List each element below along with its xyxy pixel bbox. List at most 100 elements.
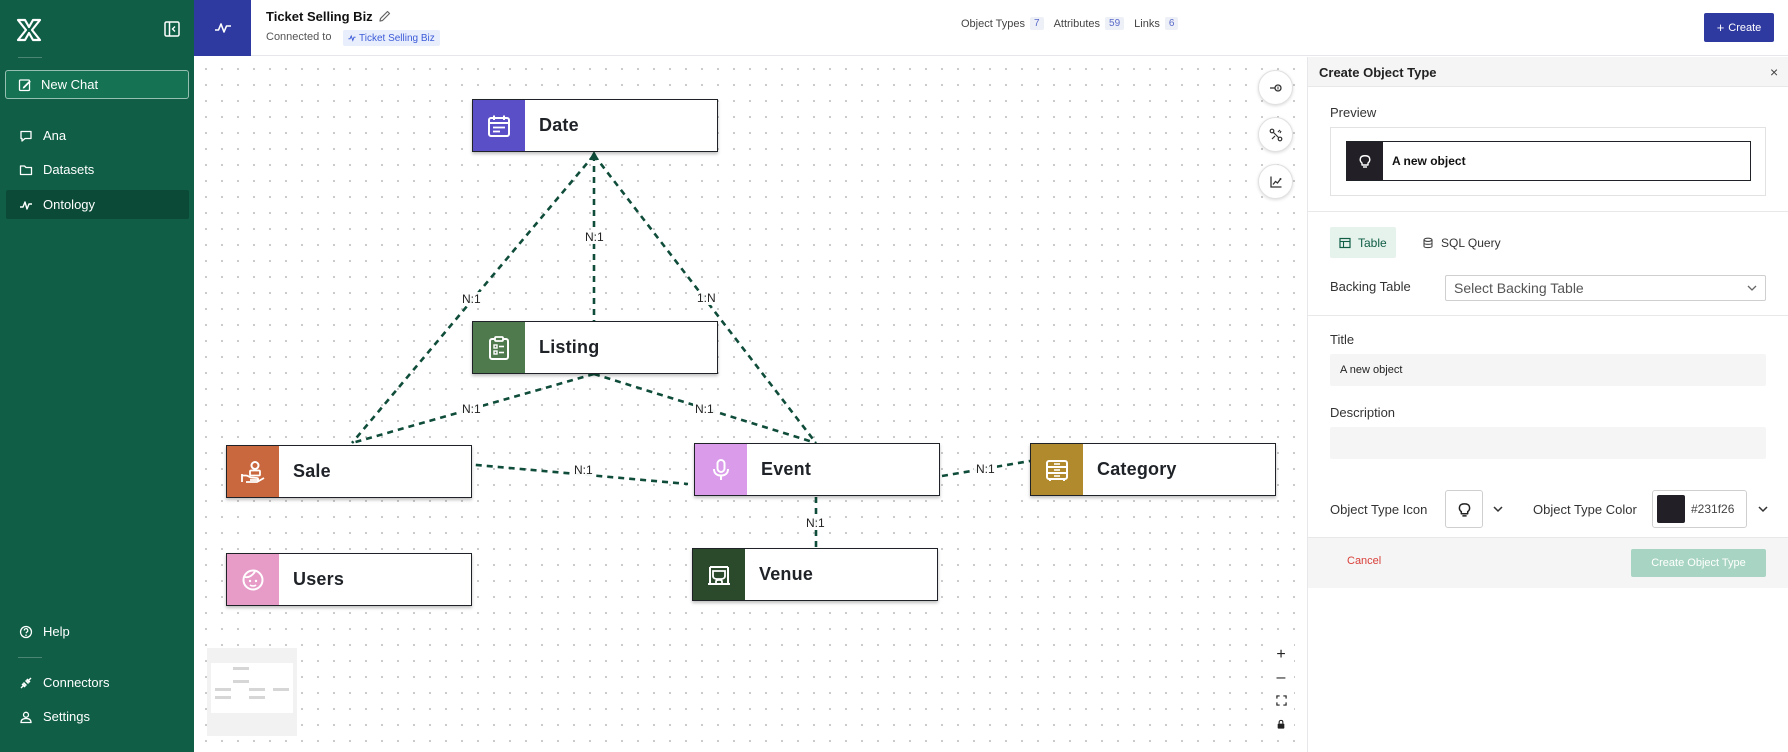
node-date[interactable]: Date (472, 99, 718, 152)
node-event[interactable]: Event (694, 443, 940, 496)
edge-label-event-category: N:1 (974, 462, 997, 476)
sidebar-item-datasets[interactable]: Datasets (6, 155, 189, 184)
create-object-type-button[interactable]: Create Object Type (1631, 549, 1766, 577)
zoom-controls: + – (1268, 643, 1294, 737)
lightbulb-icon (1458, 502, 1470, 517)
object-preview: A new object (1330, 127, 1766, 196)
ontology-canvas[interactable]: N:1 N:1 1:N N:1 N:1 N:1 N:1 N:1 Date Lis… (194, 57, 1307, 752)
color-hex-value: #231f26 (1691, 502, 1735, 516)
connection-badge[interactable]: Ticket Selling Biz (343, 30, 440, 46)
edge-label-sale-event: N:1 (572, 463, 595, 477)
pencil-icon[interactable] (378, 9, 392, 23)
chat-bubble-icon (19, 129, 33, 143)
stat-label: Object Types (961, 17, 1025, 30)
venue-icon (693, 549, 745, 600)
lock-button[interactable] (1268, 712, 1294, 735)
folder-icon (19, 163, 33, 177)
tab-sql-query[interactable]: SQL Query (1413, 227, 1510, 258)
fit-view-button[interactable] (1268, 689, 1294, 712)
collapse-sidebar-icon[interactable] (163, 20, 181, 38)
tab-label: SQL Query (1441, 235, 1501, 250)
create-button[interactable]: + Create (1704, 13, 1774, 42)
zoom-in-button[interactable]: + (1268, 643, 1294, 666)
project-title: Ticket Selling Biz (266, 9, 373, 24)
new-chat-button[interactable]: New Chat (5, 70, 189, 99)
plus-icon: + (1716, 20, 1725, 35)
chart-icon (1269, 176, 1281, 188)
sidebar-item-help[interactable]: Help (6, 617, 189, 646)
preview-node: A new object (1346, 141, 1751, 181)
link-nodes-icon (1269, 128, 1282, 141)
icon-picker[interactable] (1445, 490, 1483, 528)
node-category[interactable]: Category (1030, 443, 1276, 496)
sidebar-divider (18, 657, 42, 658)
edge-label-event-venue: N:1 (804, 516, 827, 530)
object-type-icon-label: Object Type Icon (1330, 502, 1428, 517)
color-swatch (1657, 495, 1685, 523)
node-label: Venue (759, 564, 814, 584)
sidebar-item-label: Datasets (43, 162, 95, 177)
edge-label-date-event: 1:N (695, 291, 718, 305)
sidebar-item-ontology[interactable]: Ontology (6, 190, 189, 219)
edge-label-listing-sale: N:1 (460, 402, 483, 416)
microphone-icon (695, 444, 747, 495)
calendar-icon (473, 100, 525, 151)
face-icon (227, 554, 279, 605)
lightbulb-icon (1347, 142, 1383, 180)
node-venue[interactable]: Venue (692, 548, 938, 601)
node-users[interactable]: Users (226, 553, 472, 606)
node-label: Users (293, 569, 345, 589)
minimap-node (233, 667, 249, 670)
sidebar-divider (18, 57, 42, 58)
title-input[interactable]: A new object (1330, 354, 1766, 386)
route-icon (1269, 83, 1282, 92)
zoom-out-button[interactable]: – (1268, 666, 1294, 689)
panel-header: Create Object Type × (1308, 57, 1788, 87)
compose-icon (18, 78, 32, 92)
top-header: Ticket Selling Biz Connected to Ticket S… (194, 0, 1788, 56)
fit-view-icon (1275, 695, 1287, 706)
color-picker[interactable]: #231f26 (1652, 490, 1747, 528)
plus-icon: + (1276, 645, 1286, 663)
node-sale[interactable]: Sale (226, 445, 472, 498)
title-label: Title (1330, 332, 1355, 347)
backing-table-label: Backing Table (1330, 279, 1411, 294)
node-listing[interactable]: Listing (472, 321, 718, 374)
minimap[interactable] (207, 648, 297, 736)
cabinet-icon (1031, 444, 1083, 495)
stat-count: 6 (1164, 17, 1179, 30)
cancel-button[interactable]: Cancel (1347, 555, 1382, 567)
sidebar-item-label: Ontology (43, 197, 96, 212)
clipboard-list-icon (473, 322, 525, 373)
backing-table-select[interactable]: Select Backing Table (1445, 275, 1766, 301)
ontology-logo-icon (194, 0, 251, 56)
connect-nodes-button[interactable] (1258, 117, 1293, 152)
sidebar: New Chat Ana Datasets Ontology Help Conn… (0, 0, 194, 752)
hand-user-icon (227, 446, 279, 497)
tab-label: Table (1358, 235, 1387, 250)
close-icon[interactable]: × (1770, 64, 1779, 80)
panel-divider (1308, 211, 1788, 212)
sidebar-item-connectors[interactable]: Connectors (6, 668, 189, 697)
minimap-node (215, 688, 231, 691)
ontology-small-icon (348, 34, 356, 42)
chart-view-button[interactable] (1258, 164, 1293, 199)
connection-badge-label: Ticket Selling Biz (359, 32, 435, 44)
sidebar-item-ana[interactable]: Ana (6, 121, 189, 150)
chevron-down-icon[interactable] (1493, 504, 1503, 514)
minimap-node (273, 688, 289, 691)
chevron-down-icon[interactable] (1758, 504, 1768, 514)
preview-label: Preview (1330, 105, 1377, 120)
tab-table[interactable]: Table (1330, 227, 1396, 258)
help-icon (19, 625, 33, 639)
auto-layout-button[interactable] (1258, 70, 1293, 105)
sidebar-item-label: Settings (43, 709, 90, 724)
new-chat-label: New Chat (41, 77, 99, 92)
description-input[interactable] (1330, 427, 1766, 459)
sidebar-item-settings[interactable]: Settings (6, 702, 189, 731)
node-label: Event (761, 459, 812, 479)
minimap-node (249, 696, 265, 699)
app-logo-icon[interactable] (16, 18, 42, 42)
stat-label: Attributes (1053, 17, 1101, 30)
create-label: Create (1728, 21, 1762, 34)
